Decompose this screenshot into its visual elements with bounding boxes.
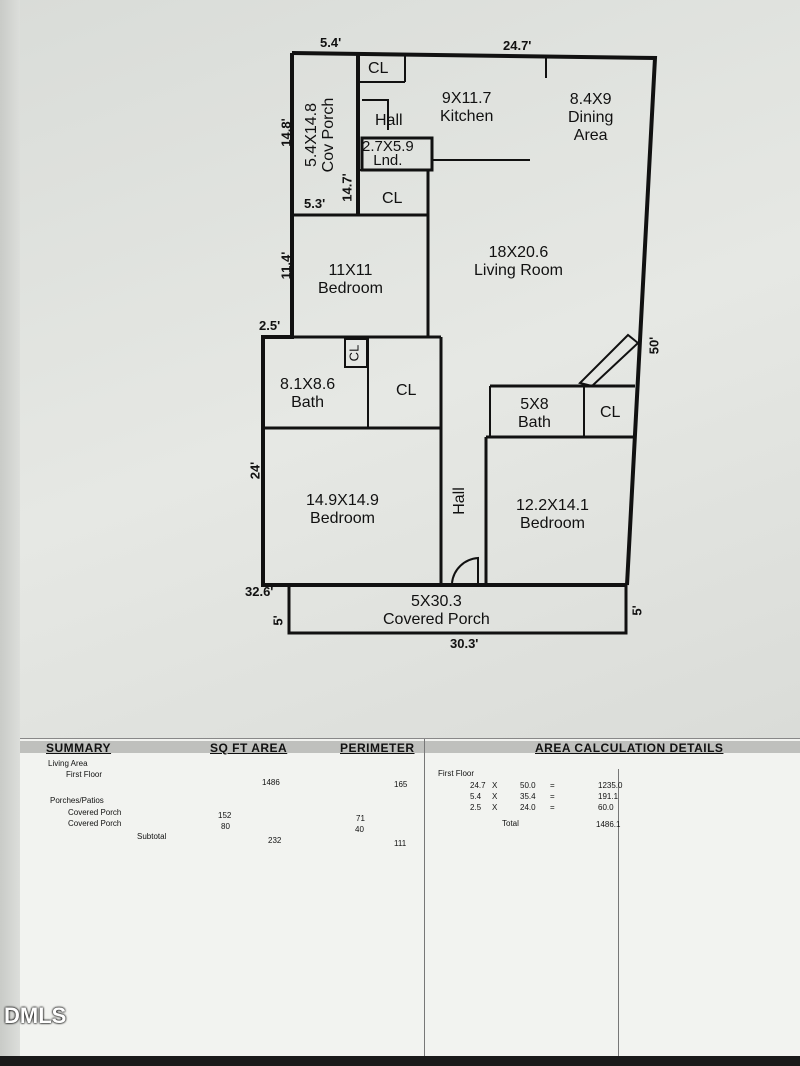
calc-cell-op: X bbox=[492, 803, 498, 812]
total-label: Total bbox=[502, 819, 519, 828]
covered-porch-2-perimeter: 40 bbox=[355, 825, 364, 834]
covered-porch-2-sqft: 80 bbox=[221, 822, 230, 831]
laundry-size: 2.7X5.9 bbox=[362, 138, 414, 155]
calc-cell-r: 191.1 bbox=[598, 792, 619, 801]
bedroom-1-size: 11X11 bbox=[328, 262, 373, 279]
living-room-name: Living Room bbox=[474, 262, 563, 279]
living-room-size: 18X20.6 bbox=[488, 244, 549, 261]
kitchen-size: 9X11.7 bbox=[441, 90, 492, 107]
calc-cell-r: 1235.0 bbox=[598, 781, 623, 790]
calc-cell-a: 24.7 bbox=[470, 781, 486, 790]
bath-2-label: 5X8 Bath bbox=[518, 396, 551, 432]
subtotal-sqft: 232 bbox=[268, 836, 282, 845]
closet-label: CL bbox=[368, 60, 389, 77]
kitchen-name: Kitchen bbox=[440, 108, 494, 125]
first-floor-sqft: 1486 bbox=[262, 778, 280, 787]
dim-step: 2.5' bbox=[259, 318, 281, 333]
dim-right-side: 50' bbox=[646, 336, 662, 355]
cov-porch-label: 5.4X14.8 Cov Porch bbox=[303, 85, 337, 185]
calc-cell-eq: = bbox=[550, 792, 555, 801]
calc-cell-op: X bbox=[492, 792, 498, 801]
bath-1-label: 8.1X8.6 Bath bbox=[280, 376, 335, 412]
details-header: AREA CALCULATION DETAILS bbox=[425, 741, 800, 755]
dining-label: 8.4X9 Dining Area bbox=[568, 91, 613, 145]
dim-porch-side: 14.8' bbox=[278, 118, 294, 147]
covered-porch-size: 5X30.3 bbox=[411, 593, 462, 610]
bedroom-2-label: 14.9X14.9 Bedroom bbox=[306, 492, 379, 528]
laundry-label: 2.7X5.9 Lnd. bbox=[362, 138, 414, 169]
bedroom-3-label: 12.2X14.1 Bedroom bbox=[516, 497, 589, 533]
perimeter-header: PERIMETER bbox=[330, 741, 435, 755]
covered-porch-label: 5X30.3 Covered Porch bbox=[383, 593, 490, 629]
monitor-bezel bbox=[0, 1056, 800, 1066]
calc-cell-eq: = bbox=[550, 803, 555, 812]
calc-cell-b: 35.4 bbox=[520, 792, 536, 801]
bath-2-size: 5X8 bbox=[520, 396, 549, 413]
calc-cell-b: 24.0 bbox=[520, 803, 536, 812]
calc-cell-b: 50.0 bbox=[520, 781, 536, 790]
subtotal-perimeter: 111 bbox=[394, 839, 407, 848]
dim-bottom-left: 32.6' bbox=[245, 584, 274, 599]
watermark: DMLS bbox=[4, 1003, 67, 1028]
bedroom-2-name: Bedroom bbox=[310, 510, 375, 527]
floor-plan: CL 5.4X14.8 Cov Porch 9X11.7 Kitchen 8.4… bbox=[245, 35, 662, 651]
bath-1-closet: CL bbox=[396, 382, 417, 399]
dim-bedroom-side: 11.4' bbox=[278, 251, 294, 280]
total-value: 1486.1 bbox=[596, 820, 621, 829]
living-room-label: 18X20.6 Living Room bbox=[474, 244, 563, 280]
calc-cell-a: 5.4 bbox=[470, 792, 482, 801]
bath-1-size: 8.1X8.6 bbox=[280, 376, 336, 393]
dim-porch-bottom-length: 30.3' bbox=[450, 636, 479, 651]
column-divider bbox=[424, 739, 425, 1057]
bedroom-3-name: Bedroom bbox=[520, 515, 585, 532]
bedroom-1-label: 11X11 Bedroom bbox=[318, 262, 383, 298]
dining-name-2: Area bbox=[573, 127, 608, 144]
bath-1-small-closet: CL bbox=[346, 344, 362, 362]
subtotal-label: Subtotal bbox=[137, 832, 167, 841]
covered-porch-2-label: Covered Porch bbox=[68, 819, 122, 828]
cov-porch-name: Cov Porch bbox=[320, 97, 337, 173]
floor-plan-walls bbox=[261, 51, 658, 635]
first-floor-label: First Floor bbox=[66, 770, 102, 779]
cov-porch-size: 5.4X14.8 bbox=[303, 102, 320, 168]
dim-left-side: 24' bbox=[247, 461, 263, 480]
hall-top-label: Hall bbox=[375, 112, 403, 129]
dining-name-1: Dining bbox=[568, 109, 614, 126]
sqft-header: SQ FT AREA bbox=[210, 741, 330, 755]
living-area-label: Living Area bbox=[48, 759, 88, 768]
dining-size: 8.4X9 bbox=[569, 91, 612, 108]
closet-mid-label: CL bbox=[382, 190, 403, 207]
dim-top-right: 24.7' bbox=[503, 38, 532, 53]
covered-porch-1-perimeter: 71 bbox=[356, 814, 365, 823]
monitor-edge bbox=[0, 0, 20, 1066]
hall-mid-label: Hall bbox=[450, 487, 468, 515]
bath-1-name: Bath bbox=[291, 394, 325, 411]
bath-2-name: Bath bbox=[518, 414, 551, 431]
calc-cell-r: 60.0 bbox=[598, 803, 614, 812]
covered-porch-1-label: Covered Porch bbox=[68, 808, 122, 817]
bedroom-1-name: Bedroom bbox=[318, 280, 383, 297]
porches-label: Porches/Patios bbox=[50, 796, 104, 805]
dim-porch-bottom: 5.3' bbox=[304, 196, 326, 211]
covered-porch-name: Covered Porch bbox=[383, 611, 490, 628]
calc-cell-op: X bbox=[492, 781, 498, 790]
summary-header: SUMMARY bbox=[20, 741, 236, 755]
calc-cell-eq: = bbox=[550, 781, 555, 790]
first-floor-perimeter: 165 bbox=[394, 780, 408, 789]
laundry-name: Lnd. bbox=[373, 152, 403, 169]
bath-2-closet: CL bbox=[600, 404, 621, 421]
column-divider-right bbox=[618, 769, 619, 1057]
kitchen-label: 9X11.7 Kitchen bbox=[440, 90, 493, 126]
calc-cell-a: 2.5 bbox=[470, 803, 482, 812]
dim-porch-right: 5' bbox=[629, 605, 645, 616]
calc-title: First Floor bbox=[438, 769, 474, 778]
dim-porch-left: 5' bbox=[270, 615, 286, 626]
dim-top-left: 5.4' bbox=[320, 35, 342, 50]
bedroom-2-size: 14.9X14.9 bbox=[306, 492, 379, 509]
dim-porch-inner: 14.7' bbox=[339, 173, 355, 202]
covered-porch-1-sqft: 152 bbox=[218, 811, 232, 820]
summary-table: SUMMARY SQ FT AREA PERIMETER AREA CALCUL… bbox=[20, 738, 800, 1057]
bedroom-3-size: 12.2X14.1 bbox=[516, 497, 589, 514]
